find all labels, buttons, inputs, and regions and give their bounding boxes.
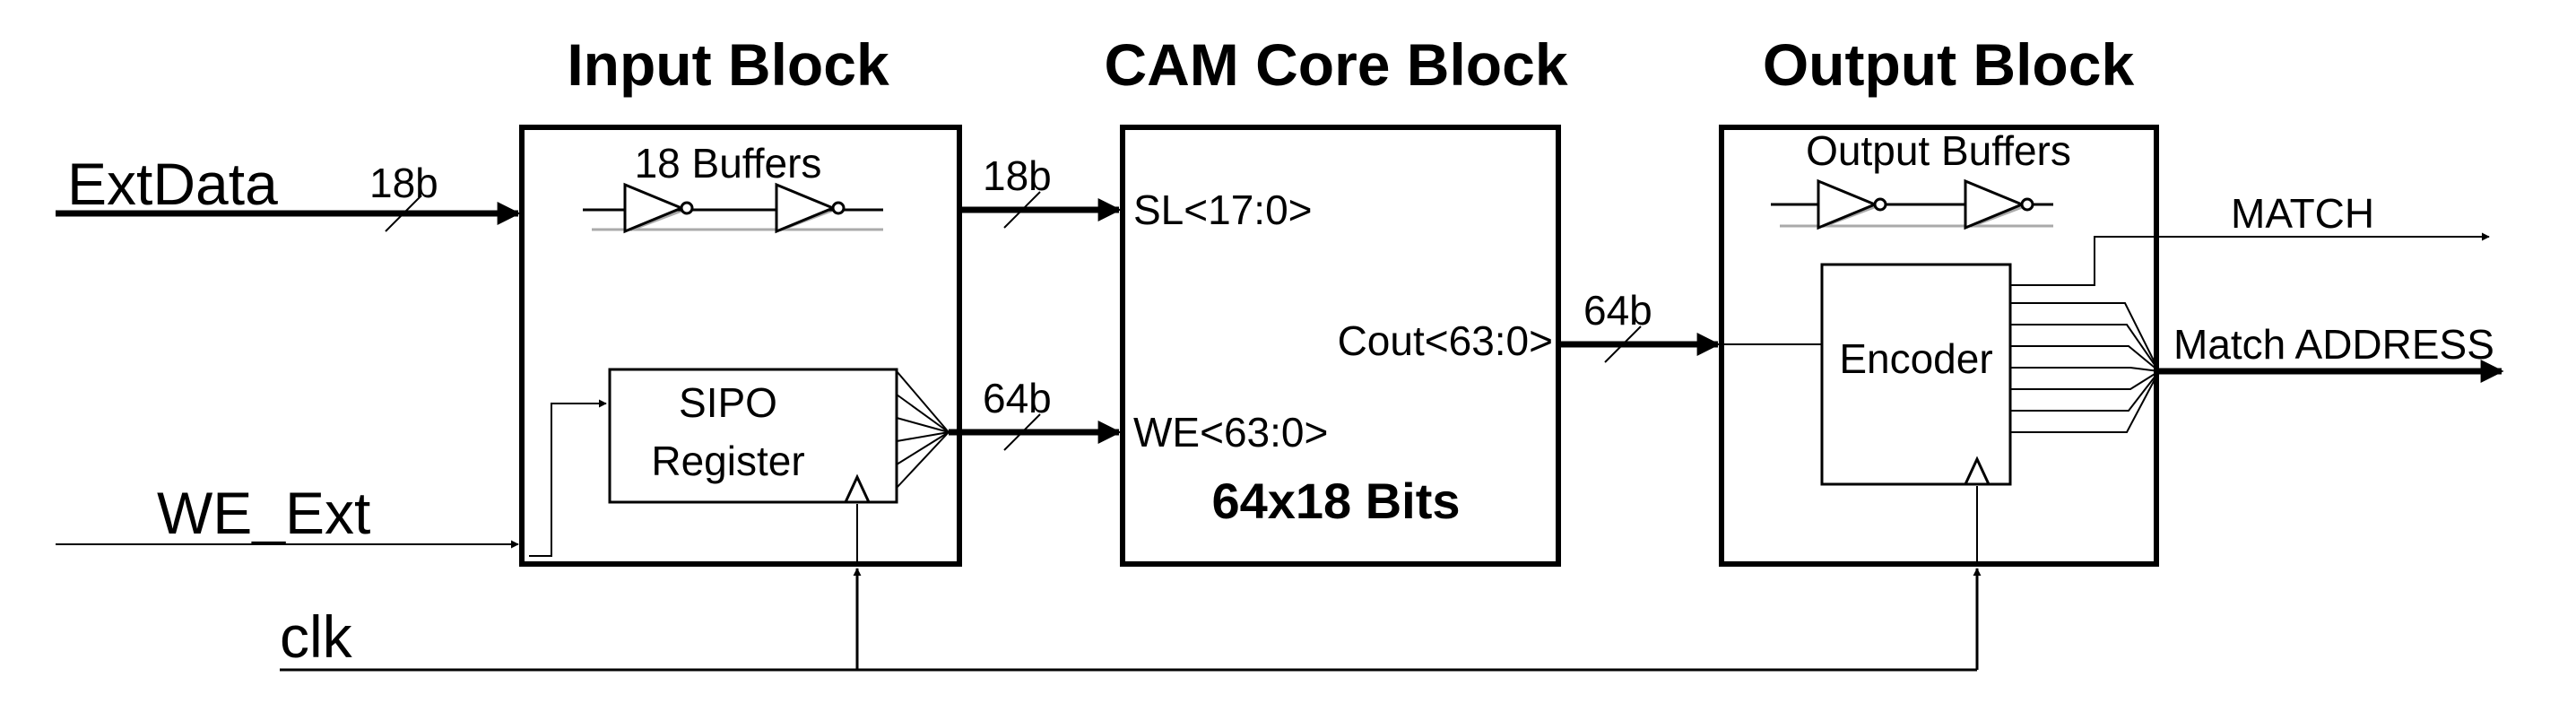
we-port-label: WE<63:0> <box>1133 409 1328 456</box>
input-block-title: Input Block <box>567 31 889 98</box>
input-buffers-label: 18 Buffers <box>635 140 822 187</box>
we-bus-slash <box>1003 413 1041 451</box>
encoder-clock-triangle <box>1963 456 1991 486</box>
output-block-title: Output Block <box>1763 31 2135 98</box>
sipo-output-fan <box>896 370 950 489</box>
output-block <box>1719 125 2159 567</box>
match-wire <box>2010 232 2490 286</box>
sl-port-label: SL<17:0> <box>1133 187 1313 233</box>
cam-core-block-title: CAM Core Block <box>1104 31 1567 98</box>
sl-width-label: 18b <box>983 152 1052 199</box>
we-ext-label: WE_Ext <box>157 480 370 546</box>
sipo-label-line1: SIPO <box>679 379 777 426</box>
sipo-clock-triangle <box>843 473 872 504</box>
cout-port-label: Cout<63:0> <box>1338 317 1553 364</box>
output-buffers-label: Output Buffers <box>1806 127 2071 174</box>
ext-data-bus-slash <box>385 195 422 232</box>
cout-bus-slash <box>1604 325 1642 363</box>
cout-width-label: 64b <box>1583 287 1652 334</box>
encoder-output-fan <box>2010 302 2160 433</box>
we-width-label: 64b <box>983 375 1052 421</box>
output-buffer-array <box>1771 178 2053 230</box>
encoder <box>1820 263 2012 486</box>
cam-core-block <box>1120 125 1561 567</box>
input-block <box>519 125 962 567</box>
ext-data-width-label: 18b <box>369 160 438 206</box>
match-label: MATCH <box>2231 190 2374 237</box>
we-ext-to-sipo-wire <box>529 399 607 557</box>
encoder-label: Encoder <box>1839 335 1992 382</box>
cam-size-label: 64x18 Bits <box>1211 473 1460 529</box>
ext-data-label: ExtData <box>67 151 278 217</box>
match-address-label: Match ADDRESS <box>2173 321 2494 368</box>
sipo-label-line2: Register <box>651 438 804 484</box>
sipo-register <box>608 368 898 504</box>
clk-label: clk <box>280 603 353 670</box>
input-buffer-array <box>583 182 883 234</box>
sl-bus-slash <box>1003 191 1041 229</box>
